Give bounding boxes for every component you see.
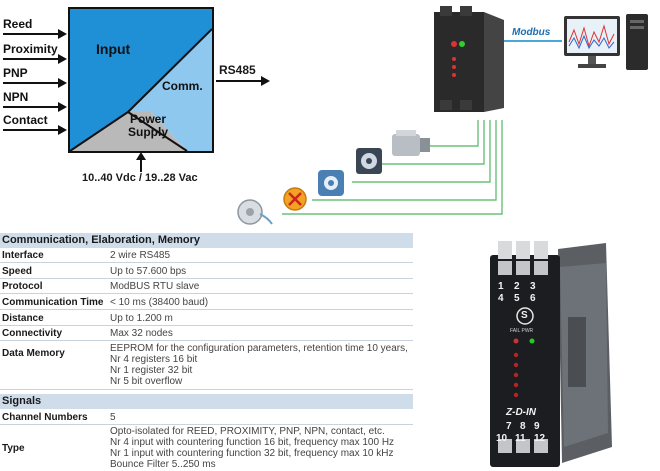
input-label-reed: Reed xyxy=(3,17,33,31)
terminal-label-5: 5 xyxy=(514,293,520,304)
row-value-line: Nr 4 input with countering function 16 b… xyxy=(110,437,395,448)
terminal-label-9: 9 xyxy=(534,421,540,432)
contact-indicator-icon xyxy=(283,187,307,211)
output-arrow-head xyxy=(261,76,270,86)
modbus-label: Modbus xyxy=(512,27,551,38)
table-row: Protocol ModBUS RTU slave xyxy=(0,279,413,294)
input-arrow-head xyxy=(58,78,67,88)
row-key: Communication Time xyxy=(2,297,104,308)
input-arrow-head xyxy=(58,125,67,135)
input-arrow-line xyxy=(3,33,59,35)
row-key: Speed xyxy=(2,266,33,277)
input-label-contact: Contact xyxy=(3,113,48,127)
row-value: Up to 1.200 m xyxy=(110,313,173,324)
terminal-label-1: 1 xyxy=(498,281,504,292)
device-model-label: Z-D-IN xyxy=(506,407,536,418)
block-label-supply: Supply xyxy=(127,125,168,139)
row-key: Type xyxy=(2,443,25,454)
terminal-label-12: 12 xyxy=(534,433,546,444)
input-arrow-line xyxy=(3,58,59,60)
block-label-power: Power xyxy=(129,112,166,126)
input-arrow-line xyxy=(3,82,59,84)
pnp-sensor-icon xyxy=(318,170,344,196)
proximity-sensor-icon xyxy=(392,130,430,156)
section-title-signals: Signals xyxy=(0,394,413,409)
row-key: Distance xyxy=(2,313,44,324)
table-row: Speed Up to 57.600 bps xyxy=(0,263,413,279)
row-key: Protocol xyxy=(2,281,43,292)
input-arrow-head xyxy=(58,102,67,112)
device-logo: S xyxy=(521,310,528,321)
block-label-comm: Comm. xyxy=(162,79,203,93)
row-value: < 10 ms (38400 baud) xyxy=(110,297,209,308)
terminal-label-3: 3 xyxy=(530,281,536,292)
encoder-sensor-icon xyxy=(356,148,382,174)
row-value: 5 xyxy=(110,412,116,423)
row-value-line: Nr 5 bit overflow xyxy=(110,376,183,387)
output-arrow-line xyxy=(216,80,262,82)
terminal-label-7: 7 xyxy=(506,421,512,432)
terminal-label-6: 6 xyxy=(530,293,536,304)
supply-arrow-head xyxy=(136,152,146,160)
supply-label: 10..40 Vdc / 19..28 Vac xyxy=(82,172,198,184)
row-value: Up to 57.600 bps xyxy=(110,266,187,277)
row-value-line: Nr 1 register 32 bit xyxy=(110,365,193,376)
input-arrow-line xyxy=(3,129,59,131)
din-module-small xyxy=(434,6,504,112)
row-value-line: Bounce Filter 5..250 ms xyxy=(110,459,216,470)
input-label-npn: NPN xyxy=(3,90,29,104)
din-module-body xyxy=(490,241,612,467)
function-block: Input Comm. Power Supply xyxy=(68,7,214,153)
reed-sensor-icon xyxy=(237,199,273,225)
row-value: ModBUS RTU slave xyxy=(110,281,200,292)
input-arrow-head xyxy=(58,29,67,39)
row-key: Connectivity xyxy=(2,328,63,339)
row-key: Channel Numbers xyxy=(2,412,88,423)
table-row: Connectivity Max 32 nodes xyxy=(0,326,413,341)
row-value: 2 wire RS485 xyxy=(110,250,171,261)
block-label-input: Input xyxy=(96,41,131,57)
table-row: Channel Numbers 5 xyxy=(0,409,413,425)
row-key: Interface xyxy=(2,250,44,261)
terminal-label-2: 2 xyxy=(514,281,520,292)
input-label-pnp: PNP xyxy=(3,66,28,80)
function-block-shapes xyxy=(70,9,212,151)
din-module-photo: 1 2 3 4 5 6 S FAIL PWR Z-D-IN 7 8 9 10 1… xyxy=(488,237,616,469)
input-arrow-head xyxy=(58,54,67,64)
supply-arrow-line xyxy=(140,158,142,172)
row-value-line: Nr 4 registers 16 bit xyxy=(110,354,198,365)
terminal-label-4: 4 xyxy=(498,293,504,304)
terminal-label-8: 8 xyxy=(520,421,526,432)
input-arrow-line xyxy=(3,106,59,108)
row-key: Data Memory xyxy=(2,348,65,359)
connection-illustration xyxy=(282,40,562,215)
table-row: Communication Time < 10 ms (38400 baud) xyxy=(0,294,413,310)
input-label-proximity: Proximity xyxy=(3,42,58,56)
table-row: Interface 2 wire RS485 xyxy=(0,248,413,263)
table-row: Distance Up to 1.200 m xyxy=(0,310,413,326)
table-row: Data Memory EEPROM for the configuration… xyxy=(0,341,413,390)
led-labels: FAIL PWR xyxy=(510,328,534,334)
table-row: Type Opto-isolated for REED, PROXIMITY, … xyxy=(0,425,413,471)
row-value-line: EEPROM for the configuration parameters,… xyxy=(110,343,408,354)
pc-monitor-icon xyxy=(564,14,648,70)
section-title-communication: Communication, Elaboration, Memory xyxy=(0,233,413,248)
row-value: Max 32 nodes xyxy=(110,328,173,339)
output-label-rs485: RS485 xyxy=(219,63,256,77)
row-value-line: Opto-isolated for REED, PROXIMITY, PNP, … xyxy=(110,426,385,437)
row-value-line: Nr 1 input with countering function 32 b… xyxy=(110,448,394,459)
terminal-label-10: 10 xyxy=(496,433,508,444)
terminal-label-11: 11 xyxy=(515,433,526,444)
